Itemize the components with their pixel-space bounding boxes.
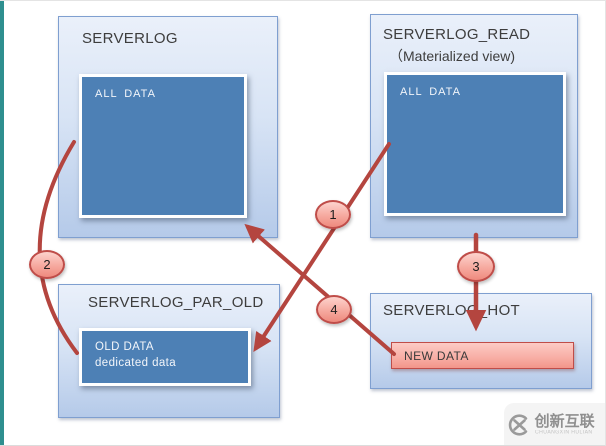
step-circle-2: 2 <box>29 250 65 279</box>
box-serverlog-hot-title: SERVERLOG_HOT <box>383 302 520 319</box>
old-data-line2: dedicated data <box>95 357 177 370</box>
old-data-line1: OLD DATA <box>95 341 155 353</box>
step-circle-3: 3 <box>457 251 495 282</box>
box-serverlog-read-subtitle: （Materialized view) <box>389 48 516 64</box>
step-4-label: 4 <box>330 302 338 317</box>
box-serverlog-par-old-inner: OLD DATA dedicated data <box>79 328 251 386</box>
box-serverlog-inner: ALL DATA <box>79 74 247 218</box>
step-1-label: 1 <box>329 207 337 222</box>
box-serverlog-par-old: SERVERLOG_PAR_OLD OLD DATA dedicated dat… <box>58 284 280 418</box>
step-circle-4: 4 <box>316 295 352 324</box>
box-serverlog-read: SERVERLOG_READ （Materialized view) ALL D… <box>370 14 578 238</box>
box-serverlog-read-inner: ALL DATA <box>384 72 566 216</box>
watermark-logo-icon <box>508 414 527 436</box>
step-2-label: 2 <box>43 257 51 272</box>
box-serverlog: SERVERLOG ALL DATA <box>58 16 278 238</box>
box-serverlog-read-inner-label: ALL DATA <box>400 86 461 98</box>
box-serverlog-par-old-title: SERVERLOG_PAR_OLD <box>88 294 264 311</box>
watermark-tagline: CHUANGXIN HULIAN <box>534 429 593 435</box>
step-3-label: 3 <box>472 259 480 274</box>
new-data-label: NEW DATA <box>404 348 469 363</box>
watermark-brand: 创新互联 <box>534 413 595 431</box>
new-data-box: NEW DATA <box>391 342 574 369</box>
box-serverlog-read-title: SERVERLOG_READ <box>383 26 531 43</box>
box-serverlog-par-old-inner-label: OLD DATA dedicated data <box>82 331 248 371</box>
box-serverlog-hot: SERVERLOG_HOT NEW DATA <box>370 293 592 389</box>
box-serverlog-inner-label: ALL DATA <box>95 88 156 100</box>
left-edge-bar <box>0 1 4 445</box>
watermark: 创新互联 CHUANGXIN HULIAN <box>504 403 605 445</box>
step-circle-1: 1 <box>315 200 351 229</box>
box-serverlog-title: SERVERLOG <box>82 30 178 47</box>
